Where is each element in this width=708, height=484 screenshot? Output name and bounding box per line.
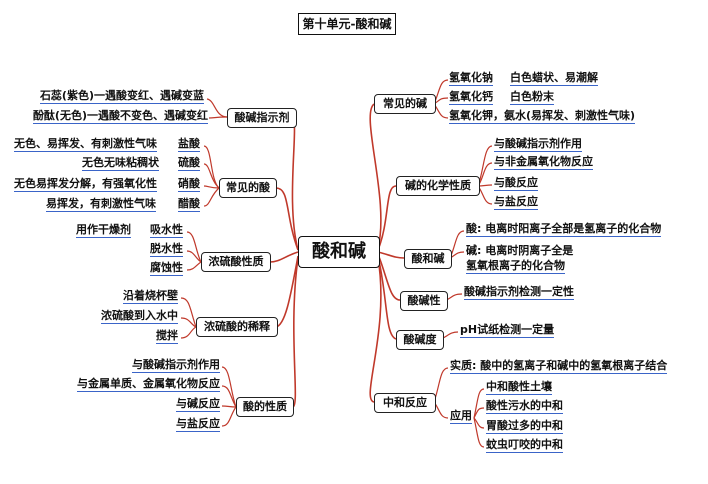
node-base-chemical-properties: 碱的化学性质 xyxy=(396,176,480,196)
dilution-step-pour: 浓硫酸到入水中 xyxy=(101,309,178,324)
base-prop-indicator: 与酸碱指示剂作用 xyxy=(494,137,582,152)
base-prop-nonmetal-oxide: 与非金属氧化物反应 xyxy=(494,155,593,170)
application-stomach-acid: 胃酸过多的中和 xyxy=(486,419,563,434)
acid-desc-hno3: 无色易挥发分解，有强氧化性 xyxy=(14,177,157,192)
base-desc-naoh: 白色蜡状、易潮解 xyxy=(510,71,598,86)
acid-desc-hcl: 无色、易挥发、有刺激性气味 xyxy=(14,137,157,152)
node-dilution: 浓硫酸的稀释 xyxy=(196,317,278,337)
sulfuric-prop-corrosive: 腐蚀性 xyxy=(150,261,183,276)
neutralization-application-label: 应用 xyxy=(450,409,472,424)
indicator-item-phenolphthalein: 酚酞(无色)一遇酸不变色、遇碱变红 xyxy=(32,109,208,124)
acid-name-hno3: 硝酸 xyxy=(178,177,200,192)
acid-desc-h2so4: 无色无味粘稠状 xyxy=(82,156,159,171)
node-conc-sulfuric: 浓硫酸性质 xyxy=(201,252,271,272)
alkalinity-test: 酸碱指示剂检测一定性 xyxy=(464,285,574,300)
acid-prop-metal: 与金属单质、金属氧化物反应 xyxy=(77,377,220,392)
dilution-step-wall: 沿着烧杯壁 xyxy=(123,289,178,304)
sulfuric-prop-dehydrating: 脱水性 xyxy=(150,242,183,257)
base-name-koh-ammonia: 氢氧化钾，氨水(易挥发、刺激性气味) xyxy=(449,109,636,124)
page-title: 第十单元-酸和碱 xyxy=(298,13,396,35)
acid-definition: 酸: 电离时阳离子全部是氢离子的化合物 xyxy=(466,222,662,237)
acid-prop-salt: 与盐反应 xyxy=(176,417,220,432)
neutralization-essence: 实质: 酸中的氢离子和碱中的氢氧根离子结合 xyxy=(450,359,668,374)
ph-test: pH试纸检测一定量 xyxy=(460,323,555,338)
node-acid-and-base: 酸和碱 xyxy=(404,249,452,269)
sulfuric-use-desiccant: 用作干燥剂 xyxy=(76,223,131,238)
sulfuric-prop-water-absorbing: 吸水性 xyxy=(150,223,183,238)
node-common-acids: 常见的酸 xyxy=(219,178,277,198)
node-neutralization: 中和反应 xyxy=(374,393,436,413)
base-definition-line1: 碱: 电离时阴离子全是 xyxy=(466,244,574,257)
node-indicator: 酸碱指示剂 xyxy=(227,108,297,128)
base-desc-caoh2: 白色粉末 xyxy=(510,90,554,105)
dilution-step-stir: 搅拌 xyxy=(156,329,178,344)
acid-name-hcl: 盐酸 xyxy=(178,137,200,152)
node-common-bases: 常见的碱 xyxy=(374,94,436,114)
node-ph: 酸碱度 xyxy=(396,330,444,350)
base-prop-acid: 与酸反应 xyxy=(494,176,538,191)
node-alkalinity: 酸碱性 xyxy=(400,291,448,311)
application-soil: 中和酸性土壤 xyxy=(486,380,552,395)
node-acid-properties: 酸的性质 xyxy=(236,397,294,417)
central-topic: 酸和碱 xyxy=(298,236,380,268)
acid-prop-indicator: 与酸碱指示剂作用 xyxy=(132,358,220,373)
indicator-item-litmus: 石蕊(紫色)一遇酸变红、遇碱变蓝 xyxy=(39,89,204,104)
acid-desc-acetic: 易挥发，有刺激性气味 xyxy=(46,197,156,212)
base-name-naoh: 氢氧化钠 xyxy=(449,71,493,86)
base-name-caoh2: 氢氧化钙 xyxy=(449,90,493,105)
application-insect-bite: 蚊虫叮咬的中和 xyxy=(486,438,563,453)
acid-prop-base: 与碱反应 xyxy=(176,397,220,412)
acid-name-acetic: 醋酸 xyxy=(178,197,200,212)
application-wastewater: 酸性污水的中和 xyxy=(486,399,563,414)
acid-name-h2so4: 硫酸 xyxy=(178,156,200,171)
base-definition-line2: 氢氧根离子的化合物 xyxy=(466,259,565,274)
base-prop-salt: 与盐反应 xyxy=(494,195,538,210)
